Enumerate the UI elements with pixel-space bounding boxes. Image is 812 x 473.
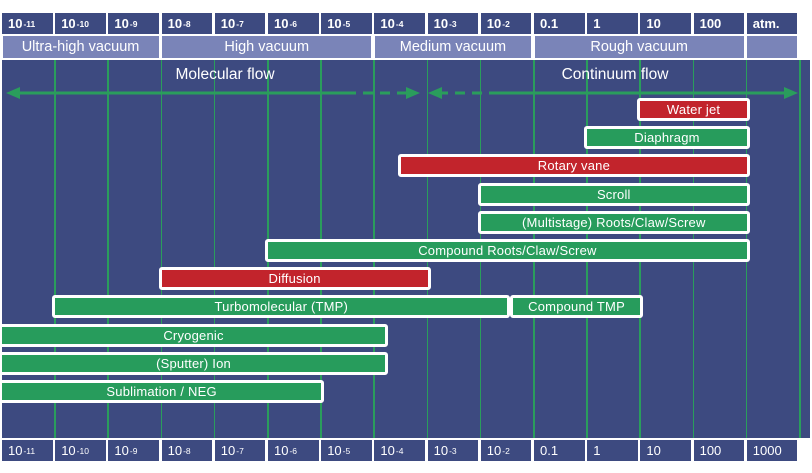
pump-bar: Water jet [637, 98, 750, 121]
top-axis-tick: atm. [746, 13, 798, 34]
bottom-axis-tick: 10-4 [374, 440, 426, 461]
top-axis-tick: 10-6 [268, 13, 319, 34]
vacuum-band: Rough vacuum [534, 36, 744, 58]
pump-bar: Diaphragm [584, 126, 750, 150]
pump-bar: Rotary vane [398, 154, 750, 178]
top-axis-tick: 1 [587, 13, 638, 34]
top-axis-tick: 10-4 [374, 13, 426, 34]
pump-bar: Compound Roots/Claw/Screw [265, 239, 750, 262]
bottom-axis-tick: 10-9 [108, 440, 160, 461]
decade-gridline [799, 60, 801, 438]
pump-bar: Turbomolecular (TMP) [52, 295, 511, 319]
bottom-axis-tick: 0.1 [534, 440, 585, 461]
top-axis-tick: 100 [693, 13, 745, 34]
pump-bar: Compound TMP [509, 295, 644, 319]
top-axis-tick: 10-3 [427, 13, 479, 34]
bottom-axis-tick: 10-10 [55, 440, 106, 461]
top-axis-tick: 10-11 [2, 13, 53, 34]
decade-gridline [213, 60, 216, 438]
pump-bar: Scroll [477, 182, 750, 206]
molecular-arrowhead-left-icon [6, 87, 20, 99]
vacuum-band: Medium vacuum [374, 36, 531, 58]
decade-gridline [107, 60, 109, 438]
top-axis-tick: 10-9 [108, 13, 160, 34]
bottom-axis-tick: 10-6 [268, 440, 319, 461]
top-axis-tick: 10 [640, 13, 692, 34]
bottom-axis-tick: 10 [640, 440, 692, 461]
pump-bar: (Multistage) Roots/Claw/Screw [477, 210, 750, 234]
vacuum-band: Ultra-high vacuum [2, 36, 159, 58]
top-axis-tick: 0.1 [534, 13, 585, 34]
molecular-arrowhead-right-icon [406, 87, 420, 99]
continuum-arrowhead-right-icon [784, 87, 798, 99]
decade-gridline [54, 60, 56, 438]
decade-gridline [160, 60, 163, 438]
bottom-axis-tick: 10-5 [321, 440, 372, 461]
top-axis-tick: 10-10 [55, 13, 106, 34]
pump-bar: Cryogenic [0, 323, 389, 347]
bottom-axis-tick: 10-8 [161, 440, 213, 461]
bottom-axis-tick: 10-11 [2, 440, 53, 461]
bottom-axis-tick: 1 [587, 440, 638, 461]
top-axis-tick: 10-8 [161, 13, 213, 34]
bottom-axis-tick: 1000 [746, 440, 798, 461]
continuum-arrowhead-left-icon [428, 87, 442, 99]
top-axis-tick: 10-7 [214, 13, 266, 34]
bottom-axis-tick: 10-2 [480, 440, 532, 461]
pump-bar: (Sputter) Ion [0, 351, 389, 375]
vacuum-band: High vacuum [162, 36, 372, 58]
bottom-axis-tick: 100 [693, 440, 745, 461]
continuum-flow-label: Continuum flow [561, 66, 669, 83]
bottom-axis-tick: 10-3 [427, 440, 479, 461]
pump-bar: Diffusion [158, 267, 431, 291]
vacuum-band [747, 36, 797, 58]
flow-regime-arrows [6, 87, 798, 99]
pump-bar: Sublimation / NEG [0, 380, 325, 403]
top-axis-tick: 10-2 [480, 13, 532, 34]
bottom-axis-tick: 10-7 [214, 440, 266, 461]
molecular-flow-label: Molecular flow [175, 66, 275, 83]
top-axis-tick: 10-5 [321, 13, 372, 34]
